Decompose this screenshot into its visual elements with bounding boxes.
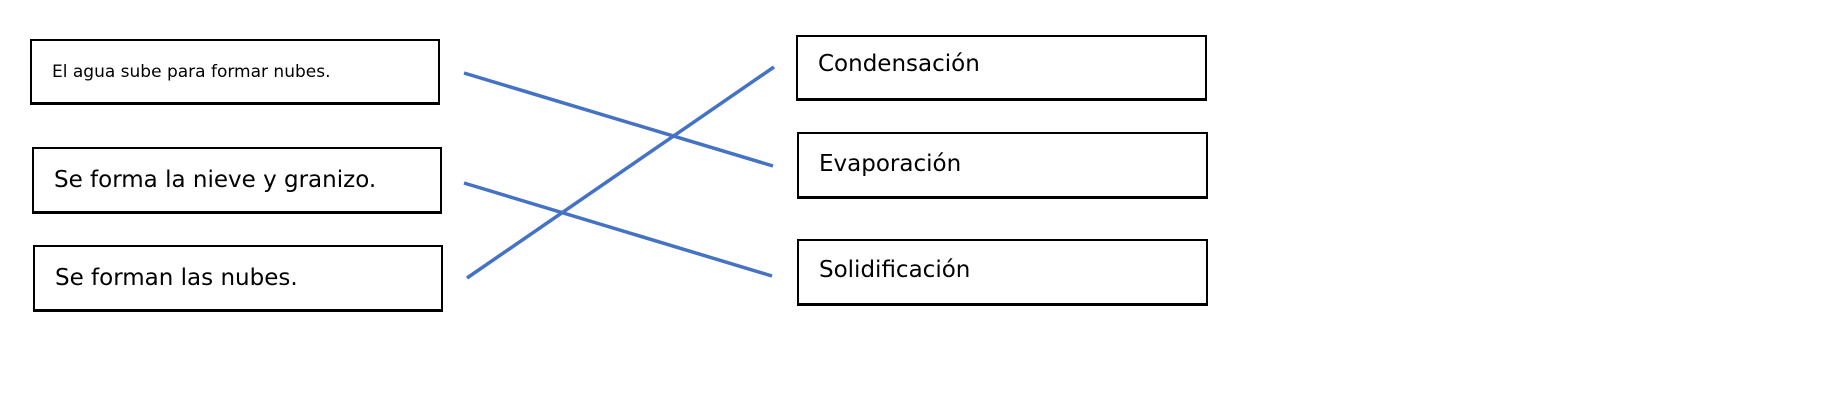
left-item-text: Se forma la nieve y granizo.: [54, 167, 377, 193]
match-line-solidificacion: [463, 181, 773, 278]
right-item-box: Evaporación: [797, 132, 1208, 199]
right-item-box: Solidificación: [797, 239, 1208, 306]
match-line-condensacion: [466, 65, 775, 280]
right-item-text: Condensación: [818, 51, 980, 77]
left-item-box: Se forma la nieve y granizo.: [32, 147, 442, 214]
left-item-text: El agua sube para formar nubes.: [52, 61, 331, 82]
left-item-box: El agua sube para formar nubes.: [30, 39, 440, 105]
left-item-text: Se forman las nubes.: [55, 265, 298, 291]
right-item-box: Condensación: [796, 35, 1207, 101]
right-item-text: Solidificación: [819, 257, 971, 283]
match-line-evaporacion: [463, 71, 774, 168]
left-item-box: Se forman las nubes.: [33, 245, 443, 312]
right-item-text: Evaporación: [819, 151, 962, 177]
